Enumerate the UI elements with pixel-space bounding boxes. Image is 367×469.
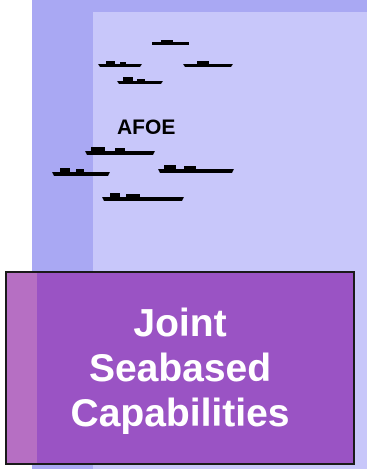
ship-silhouette-icon: [98, 61, 142, 67]
ship-silhouette-icon: [183, 61, 233, 67]
ship-silhouette-icon: [52, 168, 110, 176]
caption-line-1: Joint: [133, 301, 227, 345]
ship-silhouette-icon: [152, 40, 189, 45]
caption-text: Joint Seabased Capabilities: [71, 301, 290, 436]
ship-formation: [52, 40, 234, 201]
caption-line-2: Seabased: [88, 346, 272, 390]
caption-accent-strip: [7, 273, 37, 463]
caption-line-3: Capabilities: [70, 391, 290, 435]
ship-silhouette-icon: [102, 193, 184, 201]
fleet-label: AFOE: [117, 116, 176, 139]
ship-silhouette-icon: [85, 147, 155, 155]
ship-silhouette-icon: [158, 165, 234, 173]
ship-silhouette-icon: [117, 77, 163, 84]
caption-box: Joint Seabased Capabilities: [5, 271, 355, 465]
